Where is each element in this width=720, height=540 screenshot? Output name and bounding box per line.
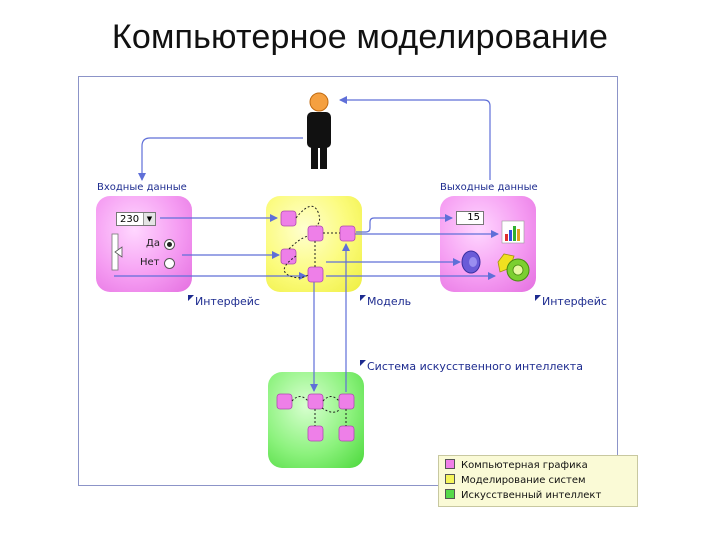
bar-chart-icon (501, 220, 525, 244)
radio-no-label: Нет (140, 257, 160, 268)
model-links (283, 205, 340, 279)
legend-swatch-green (445, 489, 455, 499)
ai-nodes (276, 393, 355, 442)
legend-item-graphics: Компьютерная графика (445, 459, 588, 473)
interface-left-label: Интерфейс (188, 295, 260, 308)
ai-links (291, 396, 347, 426)
radio-no[interactable] (164, 258, 175, 269)
legend: Компьютерная графика Моделирование систе… (438, 455, 638, 507)
interface-right-label: Интерфейс (535, 295, 607, 308)
arrow-output-to-person (339, 96, 491, 180)
radio-yes-label: Да (146, 238, 160, 249)
arrow-model-to-spin (356, 214, 453, 233)
legend-label: Искусственный интеллект (461, 490, 602, 501)
output-data-label: Выходные данные (440, 182, 538, 193)
user-person-icon (307, 92, 331, 169)
legend-item-ai: Искусственный интеллект (445, 489, 601, 503)
legend-item-modeling: Моделирование систем (445, 474, 586, 488)
slide-title: Компьютерное моделирование (111, 18, 609, 56)
legend-label: Моделирование систем (461, 475, 586, 486)
legend-label: Компьютерная графика (461, 460, 588, 471)
sound-device-icon (497, 253, 530, 282)
model-label: Модель (359, 295, 411, 308)
arrow-person-to-input (138, 137, 303, 181)
legend-swatch-yellow (445, 474, 455, 484)
legend-swatch-pink (445, 459, 455, 469)
model-nodes (280, 210, 356, 283)
volume-slider (111, 233, 123, 271)
combo-value: 230 (120, 214, 140, 225)
value-combobox[interactable]: 230 ▼ (116, 212, 156, 226)
radio-yes[interactable] (164, 239, 175, 250)
output-value-field[interactable]: 15 (456, 211, 484, 225)
ai-system-label: Система искусственного интеллекта (360, 360, 583, 373)
input-data-label: Входные данные (97, 182, 187, 193)
speaker-icon (461, 250, 481, 274)
chevron-down-icon[interactable]: ▼ (143, 213, 155, 225)
